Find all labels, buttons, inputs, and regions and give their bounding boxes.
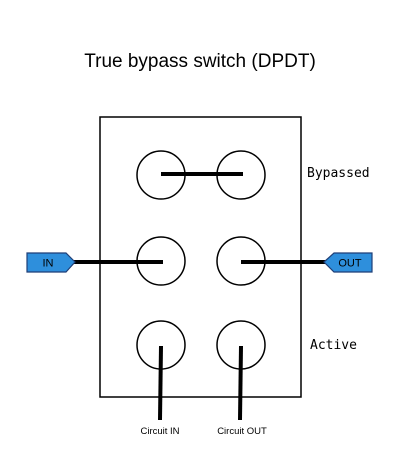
input-port-label: IN bbox=[43, 258, 54, 270]
circuit-out-wire bbox=[238, 345, 243, 421]
switch-body bbox=[99, 116, 302, 398]
circuit-in-wire bbox=[158, 345, 163, 421]
input-port-tag bbox=[26, 252, 76, 273]
bypassed-label: Bypassed bbox=[307, 166, 370, 181]
active-label: Active bbox=[310, 338, 357, 353]
circuit-out-label: Circuit OUT bbox=[217, 426, 267, 437]
circuit-in-label: Circuit IN bbox=[140, 426, 179, 437]
output-port-label: OUT bbox=[338, 258, 362, 270]
diagram-title: True bypass switch (DPDT) bbox=[84, 51, 316, 72]
output-port-tag bbox=[323, 252, 373, 273]
